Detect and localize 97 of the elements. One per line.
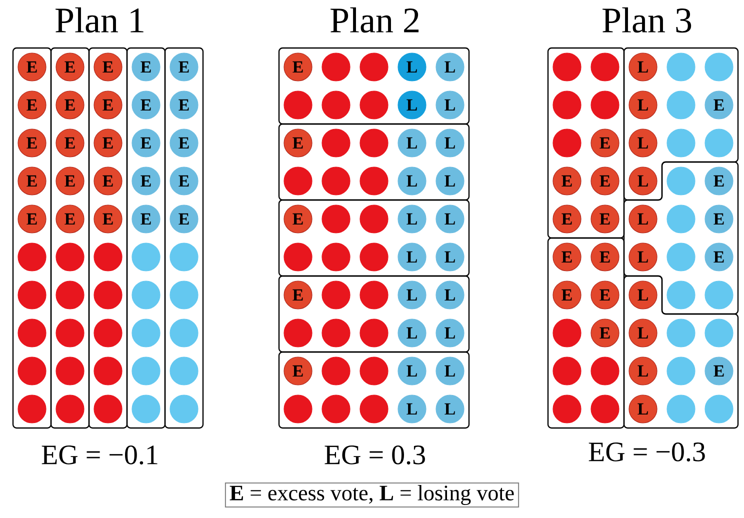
- voter-dot: [94, 318, 122, 348]
- plan-title: Plan 3: [602, 7, 692, 33]
- voter-dot: [18, 242, 46, 272]
- voter-dot: [704, 394, 734, 424]
- voter-dot: [56, 318, 84, 348]
- voter-dot: [132, 394, 160, 424]
- score-label: EG = 0.3: [324, 445, 425, 464]
- voter-dot: [284, 242, 312, 272]
- voter-dot: [170, 394, 198, 424]
- voter-dot: [322, 204, 350, 234]
- voter-dot: [18, 318, 46, 348]
- voter-dot: [552, 128, 582, 158]
- voter-dot: [704, 128, 734, 158]
- voter-dot: [322, 356, 350, 386]
- voter-dot: [94, 242, 122, 272]
- voter-dot: [56, 394, 84, 424]
- voter-dot: [666, 242, 696, 272]
- district-outline: [623, 161, 739, 315]
- voter-dot: [360, 280, 388, 310]
- voter-dot: [284, 318, 312, 348]
- voter-dot: [132, 242, 160, 272]
- voter-dot: [552, 318, 582, 348]
- district-outline: [278, 199, 470, 277]
- voter-dot: [56, 356, 84, 386]
- voter-dot: [360, 166, 388, 196]
- voter-dot: [360, 318, 388, 348]
- voter-dot: [666, 394, 696, 424]
- score-label: EG = −0.1: [42, 445, 158, 464]
- voter-dot: [322, 318, 350, 348]
- voter-dot: [18, 394, 46, 424]
- voter-dot: [322, 242, 350, 272]
- district-outline: [278, 47, 470, 125]
- voter-dot: [666, 204, 696, 234]
- voter-dot: [170, 356, 198, 386]
- voter-dot: [322, 128, 350, 158]
- voter-dot: [666, 52, 696, 82]
- voter-dot: [360, 242, 388, 272]
- voter-dot: [170, 280, 198, 310]
- voter-dot: [56, 280, 84, 310]
- voter-dot: [94, 356, 122, 386]
- legend-box: E = excess vote, L = losing vote: [224, 482, 520, 508]
- voter-dot: [322, 280, 350, 310]
- voter-dot: [552, 90, 582, 120]
- voter-dot: [666, 166, 696, 196]
- voter-dot: [590, 356, 620, 386]
- voter-dot: [666, 128, 696, 158]
- voter-dot: [704, 318, 734, 348]
- voter-dot: [18, 356, 46, 386]
- district-outline: [88, 47, 128, 429]
- voter-dot: [132, 280, 160, 310]
- voter-dot: [704, 52, 734, 82]
- voter-dot: [284, 166, 312, 196]
- voter-dot: [132, 318, 160, 348]
- voter-dot: [552, 52, 582, 82]
- voter-dot: [360, 394, 388, 424]
- voter-dot: [56, 242, 84, 272]
- voter-dot: [170, 318, 198, 348]
- score-label: EG = −0.3: [588, 442, 705, 462]
- voter-dot: [552, 356, 582, 386]
- voter-dot: [590, 52, 620, 82]
- voter-dot: [360, 356, 388, 386]
- district-outline: [278, 275, 470, 353]
- district-outline: [50, 47, 90, 429]
- district-outline: [126, 47, 166, 429]
- voter-dot: [360, 204, 388, 234]
- voter-dot: [18, 280, 46, 310]
- voter-dot: [666, 280, 696, 310]
- voter-dot: [590, 394, 620, 424]
- plan-title: Plan 1: [56, 7, 144, 33]
- district-outline: [547, 237, 625, 429]
- voter-dot: [170, 242, 198, 272]
- voter-dot: [284, 394, 312, 424]
- voter-dot: [284, 90, 312, 120]
- district-outline: [623, 47, 739, 201]
- voter-dot: [360, 52, 388, 82]
- district-outline: [12, 47, 52, 429]
- voter-dot: [322, 90, 350, 120]
- voter-dot: [94, 394, 122, 424]
- voter-dot: [94, 280, 122, 310]
- voter-dot: [322, 52, 350, 82]
- district-outline: [164, 47, 204, 429]
- district-outline: [623, 275, 739, 429]
- district-outline: [278, 123, 470, 201]
- voter-dot: [132, 356, 160, 386]
- voter-dot: [666, 90, 696, 120]
- voter-dot: [360, 90, 388, 120]
- plan-title: Plan 2: [330, 7, 419, 33]
- voter-dot: [322, 166, 350, 196]
- voter-dot: [666, 356, 696, 386]
- district-outline: [547, 47, 625, 239]
- voter-dot: [322, 394, 350, 424]
- district-outline: [278, 351, 470, 429]
- voter-dot: [552, 394, 582, 424]
- voter-dot: [360, 128, 388, 158]
- voter-dot: [590, 90, 620, 120]
- voter-dot: [704, 280, 734, 310]
- voter-dot: [666, 318, 696, 348]
